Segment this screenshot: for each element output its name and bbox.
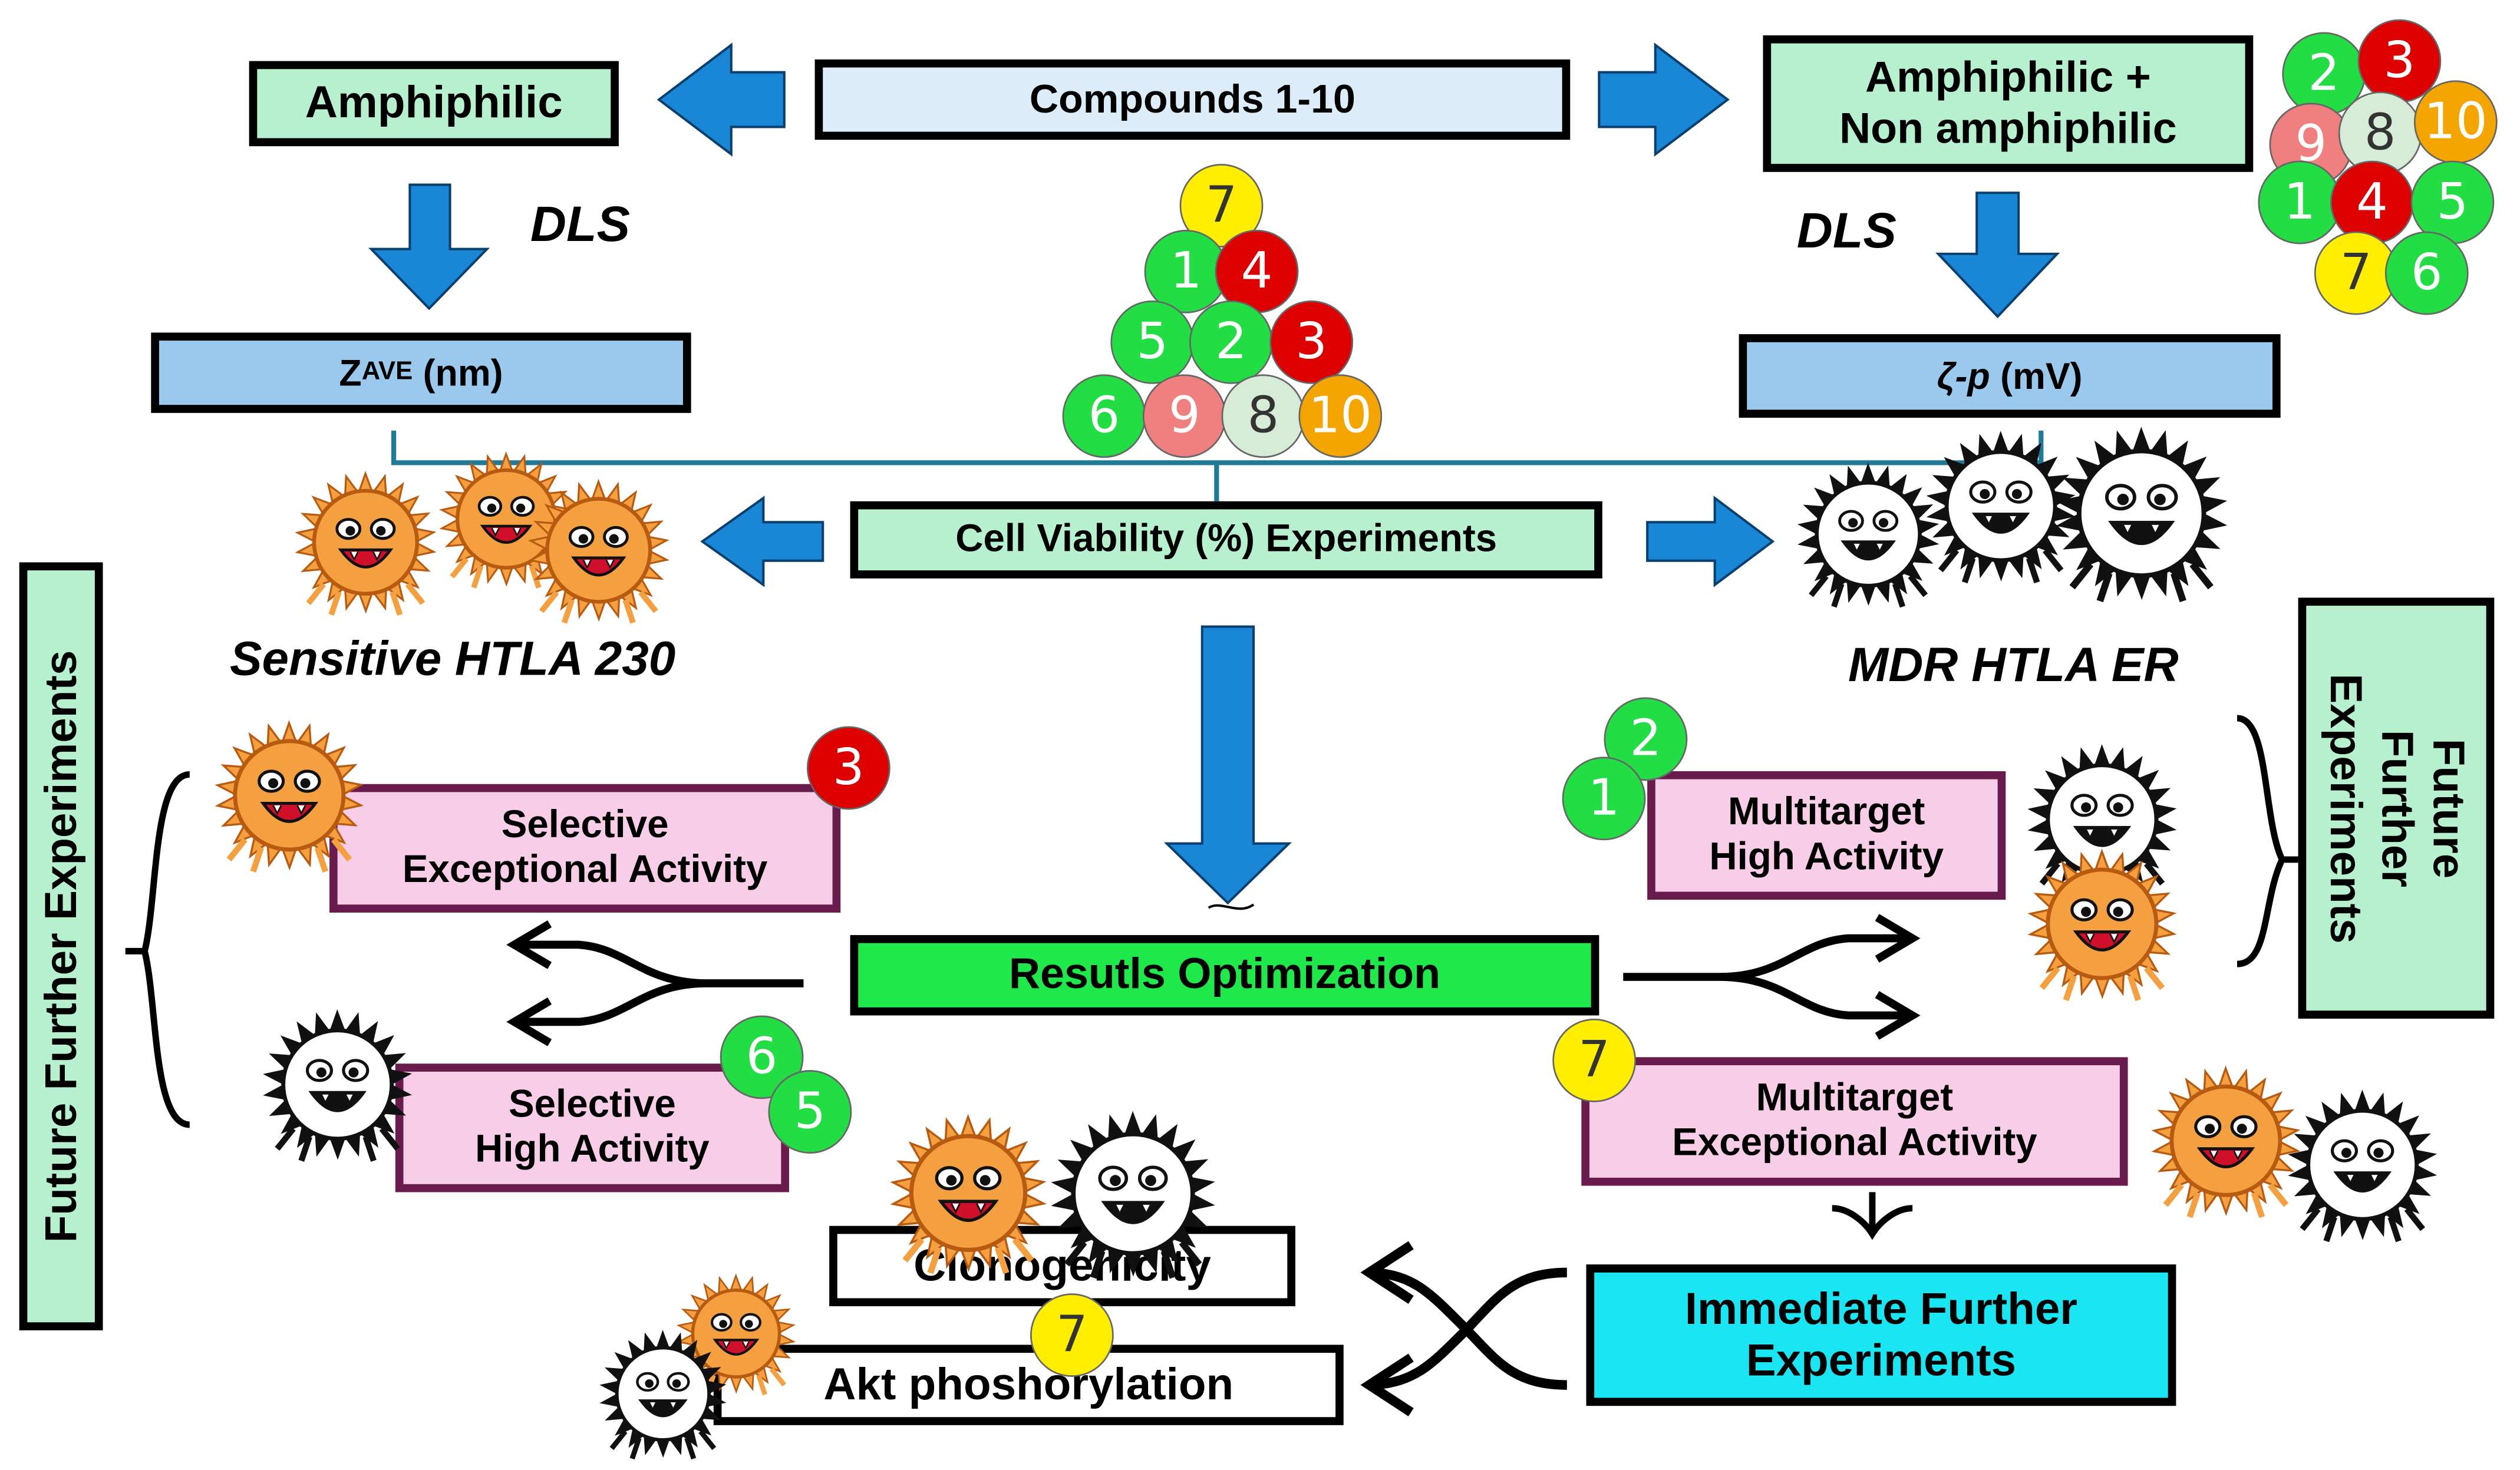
- pyramid-ball-2: 2: [1189, 300, 1273, 384]
- pyramid-ball-10: 10: [1298, 374, 1383, 458]
- cluster-ball-3: 3: [2357, 19, 2442, 103]
- mdr-cell-icon-15: [595, 1326, 731, 1462]
- amphiphilic-label: Amphiphilic: [305, 78, 563, 128]
- tag-ball-selective-exceptional-3: 3: [806, 726, 890, 810]
- amphiphilic-box: Amphiphilic: [249, 61, 619, 147]
- pyramid-ball-3: 3: [1269, 300, 1354, 384]
- mdr-cell-icon-13: [2282, 1085, 2443, 1246]
- sensitive-cell-icon-10: [884, 1109, 1053, 1277]
- zeta-symbol: ζ-p: [1937, 355, 1990, 397]
- compounds-label: Compounds 1-10: [1029, 76, 1355, 122]
- amphiphilic-non-box: Amphiphilic + Non amphiphilic: [1763, 35, 2254, 172]
- future-left-box: Future Further Experiments: [19, 562, 103, 1330]
- cluster-ball-5: 5: [2410, 160, 2495, 245]
- pyramid-ball-5: 5: [1110, 300, 1195, 384]
- sensitive-cell-icon-12: [2146, 1061, 2307, 1221]
- tag-ball-multitarget-high-2: 2: [1604, 697, 1688, 781]
- mdr-cell-icon-8: [2022, 739, 2183, 900]
- cluster-ball-1: 1: [2258, 160, 2342, 245]
- mdr-cell-icon-4: [1921, 426, 2082, 587]
- results-optimization-label: Resutls Optimization: [1008, 950, 1441, 999]
- pyramid-ball-4: 4: [1215, 229, 1299, 313]
- brace-right: [2237, 715, 2298, 967]
- bracket-measurements: [391, 430, 2044, 501]
- arrow-right-compounds: [1598, 42, 1730, 157]
- sensitive-cell-icon-0: [289, 466, 442, 619]
- mdr-cell-icon-7: [257, 1004, 418, 1165]
- zave-symbol: Z: [339, 351, 362, 394]
- future-right-label: Future Further Experiments: [2320, 673, 2474, 943]
- sensitive-cell-icon-14: [672, 1269, 800, 1398]
- future-right-box: Future Further Experiments: [2298, 597, 2495, 1019]
- arrow-down-dls-right: [1935, 191, 2060, 319]
- immediate-further-box: Immediate Further Experiments: [1586, 1264, 2176, 1406]
- cluster-ball-4: 4: [2330, 160, 2414, 245]
- results-optimization-box: Resutls Optimization: [850, 935, 1599, 1016]
- split-arrow-left: [522, 940, 804, 1026]
- cross-arrows: [1373, 1267, 1567, 1390]
- sensitive-cell-icon-9: [2022, 844, 2183, 1005]
- amphiphilic-non-label: Amphiphilic + Non amphiphilic: [1839, 54, 2177, 152]
- arrow-right-cell: [1646, 495, 1775, 587]
- cluster-ball-7: 7: [2314, 231, 2398, 315]
- pyramid-ball-9: 9: [1142, 374, 1226, 458]
- tag-ball-multitarget-high-1: 1: [1562, 757, 1646, 841]
- cluster-ball-10: 10: [2413, 80, 2498, 164]
- zeta-box: ζ-p (mV): [1739, 334, 2281, 418]
- tag-ball-selective-high-5: 5: [768, 1070, 852, 1154]
- mdr-cell-icon-11: [1045, 1105, 1222, 1282]
- cluster-ball-6: 6: [2384, 231, 2469, 315]
- dls-right-label: DLS: [1796, 202, 1896, 259]
- mdr-cell-label: MDR HTLA ER: [1848, 639, 2179, 693]
- compounds-box: Compounds 1-10: [814, 59, 1571, 140]
- pyramid-ball-8: 8: [1221, 374, 1305, 458]
- tag-ball-selective-high-6: 6: [720, 1015, 804, 1099]
- dls-left-label: DLS: [530, 196, 630, 253]
- selective-high-label: Selective High Activity: [475, 1083, 710, 1171]
- multitarget-exceptional-label: Multitarget Exceptional Activity: [1672, 1077, 2037, 1165]
- akt-box: Akt phoshorylation: [713, 1345, 1344, 1425]
- arrow-left-compounds: [657, 42, 786, 157]
- tag-ball-multitarget-exceptional-7: 7: [1552, 1018, 1637, 1102]
- akt-label: Akt phoshorylation: [823, 1359, 1234, 1409]
- zave-subscript: AVE: [361, 358, 413, 385]
- cell-viability-box: Cell Viability (%) Experiments: [850, 501, 1602, 579]
- multitarget-exceptional-box: Multitarget Exceptional Activity: [1581, 1057, 2128, 1186]
- split-arrow-right: [1623, 934, 1905, 1020]
- arrow-down-results: [1163, 625, 1292, 905]
- cell-viability-label: Cell Viability (%) Experiments: [955, 517, 1498, 561]
- pyramid-ball-1: 1: [1144, 229, 1228, 313]
- pyramid-ball-6: 6: [1062, 374, 1146, 458]
- selective-exceptional-box: Selective Exceptional Activity: [329, 784, 841, 913]
- selective-exceptional-label: Selective Exceptional Activity: [402, 804, 768, 892]
- sensitive-cell-label: Sensitive HTLA 230: [229, 633, 676, 686]
- immediate-further-label: Immediate Further Experiments: [1684, 1283, 2078, 1385]
- mdr-cell-icon-5: [2049, 421, 2234, 606]
- sensitive-cell-icon-2: [522, 474, 675, 626]
- tag-ball-akt-7: 7: [1030, 1293, 1114, 1377]
- sensitive-cell-icon-6: [209, 715, 370, 876]
- multitarget-high-box: Multitarget High Activity: [1647, 771, 2006, 900]
- zeta-unit: (mV): [1990, 355, 2083, 397]
- zave-unit: (nm): [413, 351, 503, 394]
- connector-to-immediate: [1832, 1192, 1913, 1240]
- arrow-left-cell: [700, 495, 824, 587]
- brace-left: [125, 771, 190, 1128]
- future-left-label: Future Further Experiments: [35, 650, 85, 1243]
- mdr-cell-icon-3: [1792, 458, 1945, 610]
- multitarget-high-label: Multitarget High Activity: [1709, 791, 1944, 879]
- arrow-down-dls-left: [368, 183, 490, 310]
